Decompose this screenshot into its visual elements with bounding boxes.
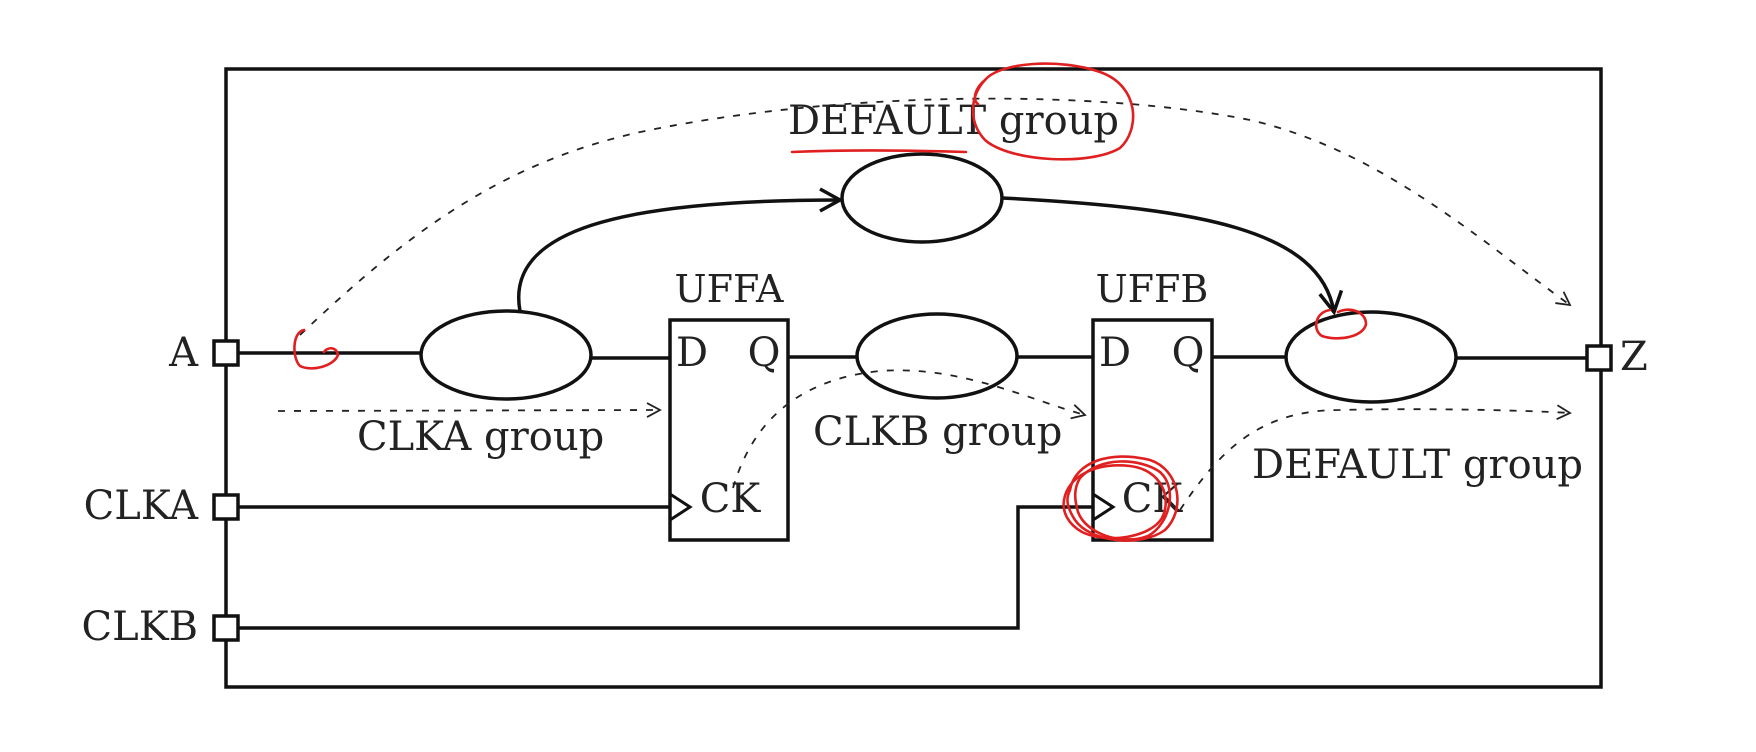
default-group-label-top: DEFAULT group (788, 98, 1119, 144)
clkb-group-path (732, 369, 1087, 489)
uffb-pin-ck: CK (1122, 476, 1184, 522)
logic-cloud-bypass (840, 152, 1004, 244)
default-group-path-top (299, 97, 1572, 336)
bypass-arc-out (1001, 196, 1344, 316)
port-label-a: A (168, 330, 199, 376)
logic-cloud-input (419, 309, 593, 401)
port-label-clka: CLKA (84, 483, 199, 529)
uffa-pin-q: Q (748, 330, 781, 376)
port-label-z: Z (1620, 334, 1648, 380)
port-z (1585, 344, 1613, 372)
annotation-circle-uffb-ck-1 (1066, 455, 1179, 542)
port-label-clkb: CLKB (82, 604, 198, 650)
logic-cloud-middle (855, 312, 1019, 400)
logic-cloud-output (1284, 310, 1458, 404)
bypass-arc-in (516, 187, 844, 312)
uffa-label: UFFA (675, 267, 784, 311)
clka-group-path (277, 402, 662, 418)
uffa-flop (668, 318, 790, 542)
port-clkb (212, 614, 240, 642)
port-a (212, 339, 240, 367)
uffb-clock-triangle (1092, 492, 1116, 522)
uffa-pin-ck: CK (700, 476, 762, 522)
default-group-label-right: DEFAULT group (1252, 442, 1583, 488)
uffa-pin-d: D (676, 330, 708, 376)
uffb-pin-d: D (1099, 330, 1131, 376)
clka-group-label: CLKA group (357, 414, 604, 460)
uffb-label: UFFB (1096, 267, 1209, 311)
uffa-clock-triangle (669, 492, 693, 522)
port-clka (212, 493, 240, 521)
annotation-circle-t-group (971, 62, 1135, 161)
design-boundary (224, 67, 1603, 689)
annotation-mark-a-input (293, 328, 340, 370)
annotation-circle-uffb-ck-2 (1073, 460, 1172, 541)
annotation-mark-logic-output (1314, 308, 1368, 340)
default-group-path-right (1179, 404, 1572, 511)
uffb-flop (1091, 318, 1214, 542)
annotation-underline-default (790, 149, 968, 154)
clkb-group-label: CLKB group (813, 409, 1062, 455)
annotation-circle-uffb-ck-3 (1062, 464, 1167, 540)
uffb-pin-q: Q (1172, 330, 1205, 376)
wire-clkb-to-uffb-ck (236, 505, 1093, 630)
